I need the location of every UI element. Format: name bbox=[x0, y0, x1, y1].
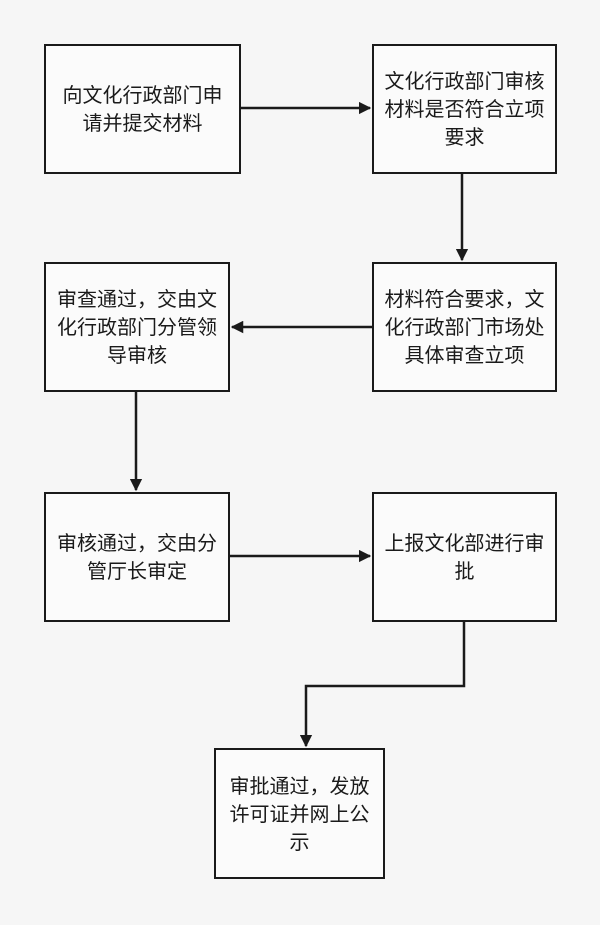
step-director-decision-text: 审核通过，交由分管厅长审定 bbox=[57, 531, 217, 583]
step-ministry-approval: 上报文化部进行审批 bbox=[372, 492, 557, 622]
step-leader-review: 审查通过，交由文化行政部门分管领导审核 bbox=[44, 262, 230, 392]
arrow-ministry-to-license bbox=[299, 622, 466, 748]
step-review-materials-text: 文化行政部门审核材料是否符合立项要求 bbox=[384, 69, 545, 149]
step-leader-review-text: 审查通过，交由文化行政部门分管领导审核 bbox=[57, 287, 217, 367]
step-submit-application: 向文化行政部门申请并提交材料 bbox=[44, 44, 241, 174]
step-director-decision: 审核通过，交由分管厅长审定 bbox=[44, 492, 230, 622]
step-market-office-review: 材料符合要求，文化行政部门市场处具体审查立项 bbox=[372, 262, 557, 392]
step-ministry-approval-text: 上报文化部进行审批 bbox=[384, 531, 545, 583]
step-market-office-review-text: 材料符合要求，文化行政部门市场处具体审查立项 bbox=[384, 287, 545, 367]
step-submit-application-text: 向文化行政部门申请并提交材料 bbox=[62, 83, 223, 135]
step-issue-license-text: 审批通过，发放许可证并网上公示 bbox=[229, 773, 370, 854]
step-issue-license: 审批通过，发放许可证并网上公示 bbox=[214, 748, 385, 879]
step-review-materials: 文化行政部门审核材料是否符合立项要求 bbox=[372, 44, 557, 174]
